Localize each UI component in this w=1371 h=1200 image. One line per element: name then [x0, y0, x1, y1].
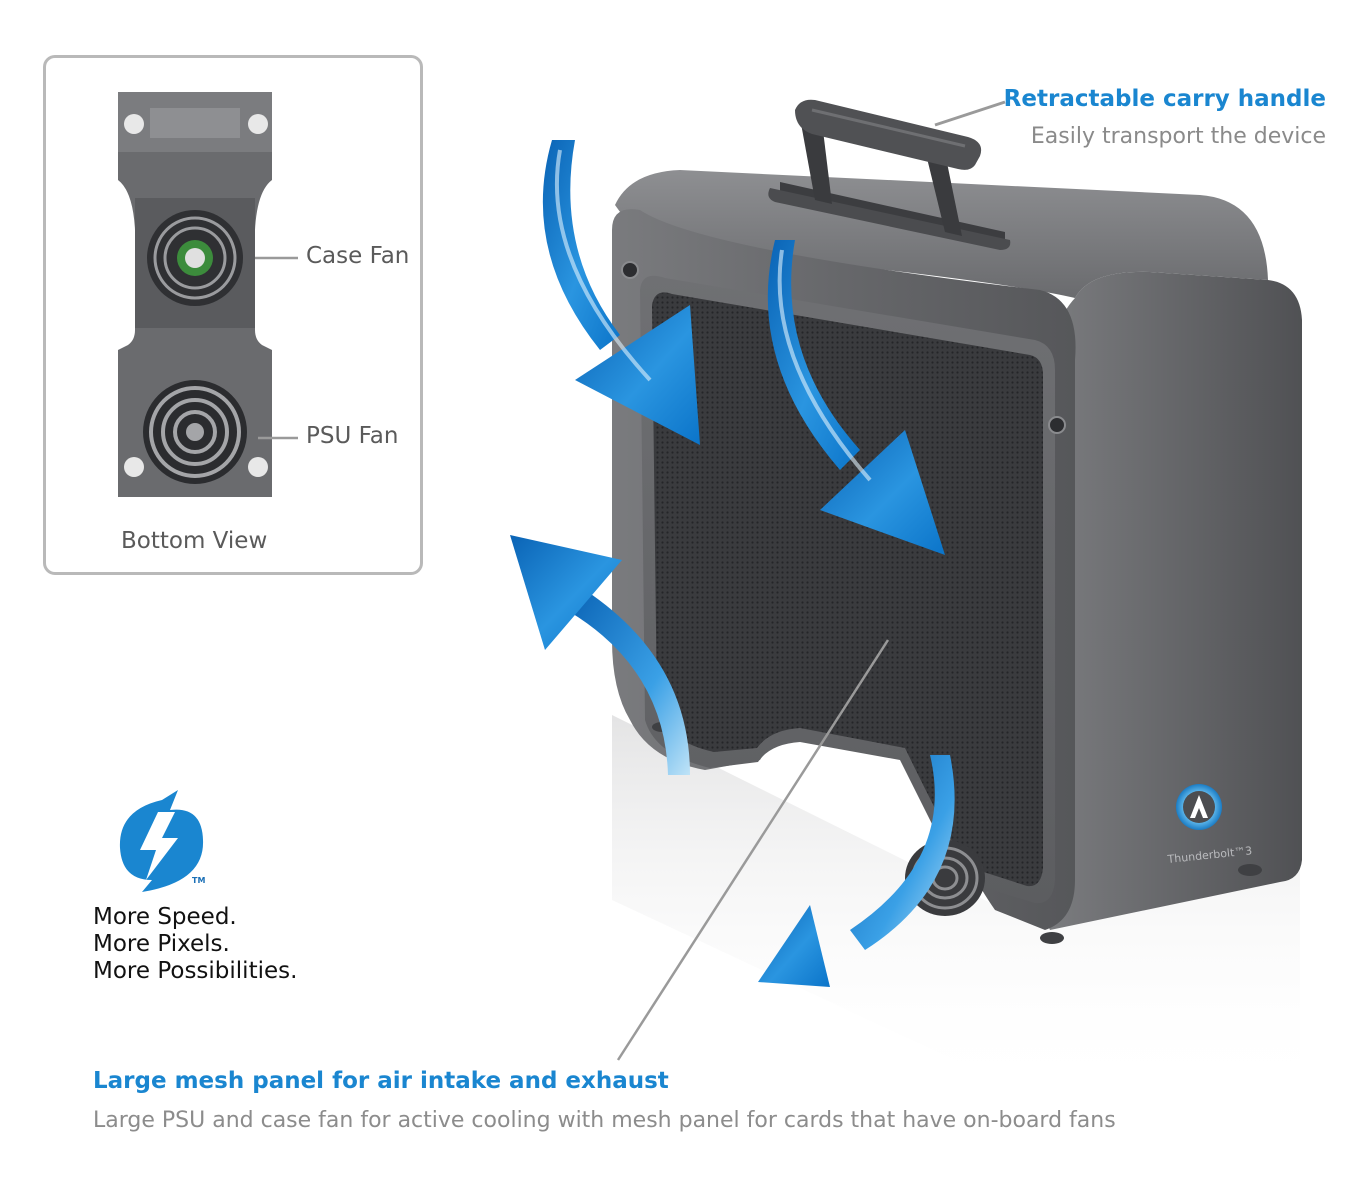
thunderbolt-tagline: More Speed. More Pixels. More Possibilit… [93, 904, 297, 985]
mesh-panel-subtitle: Large PSU and case fan for active coolin… [93, 1108, 1116, 1133]
handle-subtitle: Easily transport the device [1030, 124, 1326, 149]
psu-fan-label: PSU Fan [306, 423, 399, 449]
handle-title: Retractable carry handle [1003, 86, 1326, 112]
tagline-pixels: More Pixels. [93, 931, 230, 957]
mesh-panel-title: Large mesh panel for air intake and exha… [93, 1068, 669, 1094]
bottom-view-caption: Bottom View [121, 528, 268, 554]
callout-lines [616, 100, 1006, 1061]
trademark-mark: TM [192, 876, 206, 885]
bottom-view-image [118, 92, 298, 497]
intake-arrow-center-icon [767, 240, 945, 555]
device-logo-badge [1176, 784, 1222, 830]
exhaust-arrow-down-icon [758, 755, 955, 987]
airflow-arrows [510, 140, 955, 987]
intake-arrow-left-icon [542, 140, 700, 445]
tagline-possibilities: More Possibilities. [93, 958, 298, 984]
carry-handle [768, 99, 1011, 250]
exhaust-arrow-up-icon [510, 535, 690, 775]
case-fan-label: Case Fan [306, 243, 410, 269]
thunderbolt-logo-icon [119, 790, 204, 892]
enclosure-device [612, 170, 1302, 944]
tagline-speed: More Speed. [93, 904, 237, 930]
